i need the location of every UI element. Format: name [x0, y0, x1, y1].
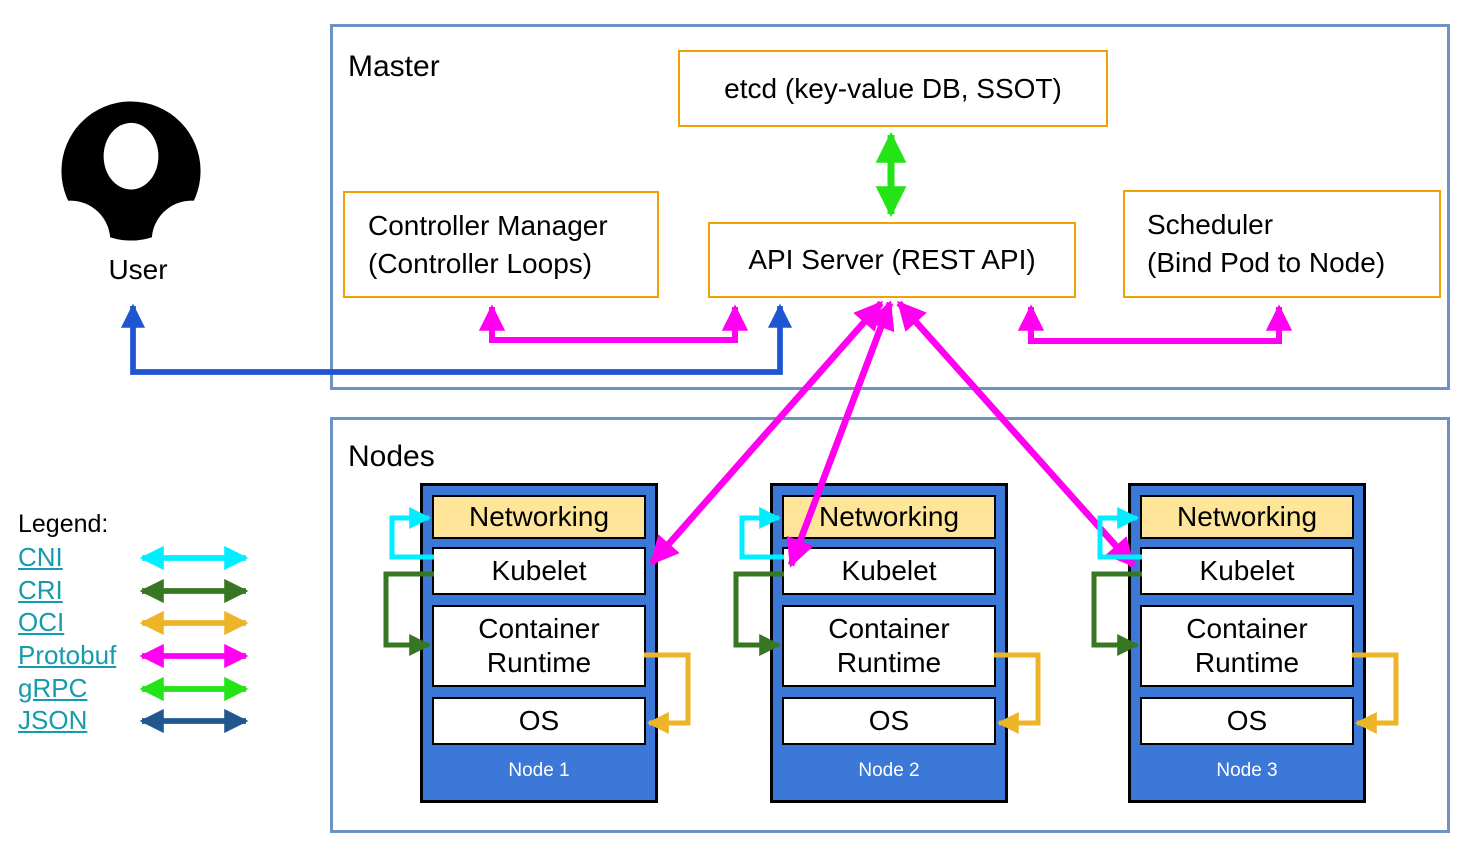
controller-manager-label-line2: (Controller Loops)	[368, 247, 593, 279]
node-name: Node 3	[1216, 760, 1278, 781]
kubelet-layer: Kubelet	[782, 547, 996, 595]
controller-manager-label-line1: Controller Manager	[368, 209, 608, 241]
node-3: Networking Kubelet Container Runtime OS …	[1128, 483, 1366, 803]
os-layer: OS	[432, 697, 646, 745]
api-server-box: API Server (REST API)	[708, 222, 1076, 298]
etcd-label: etcd (key-value DB, SSOT)	[724, 72, 1062, 104]
node-name: Node 1	[508, 760, 570, 781]
networking-layer: Networking	[1140, 495, 1354, 539]
legend-link-json[interactable]: JSON	[18, 705, 88, 736]
legend-title: Legend:	[18, 510, 109, 538]
node-name: Node 2	[858, 760, 920, 781]
os-layer: OS	[782, 697, 996, 745]
os-layer: OS	[1140, 697, 1354, 745]
scheduler-box: Scheduler (Bind Pod to Node)	[1123, 190, 1441, 298]
nodes-title: Nodes	[348, 440, 435, 473]
container-runtime-layer: Container Runtime	[1140, 605, 1354, 687]
container-runtime-layer: Container Runtime	[432, 605, 646, 687]
scheduler-label-line1: Scheduler	[1147, 209, 1274, 240]
user-label: User	[108, 254, 168, 285]
kubelet-layer: Kubelet	[1140, 547, 1354, 595]
node-1: Networking Kubelet Container Runtime OS …	[420, 483, 658, 803]
legend-link-protobuf[interactable]: Protobuf	[18, 640, 117, 671]
user-icon-shoulder-cut-left	[57, 200, 111, 245]
legend-link-cri[interactable]: CRI	[18, 574, 63, 605]
scheduler-label-line2: (Bind Pod to Node)	[1147, 247, 1386, 278]
container-runtime-layer: Container Runtime	[782, 605, 996, 687]
networking-layer: Networking	[432, 495, 646, 539]
master-title: Master	[348, 50, 440, 83]
legend-link-cni[interactable]: CNI	[18, 542, 63, 572]
etcd-box: etcd (key-value DB, SSOT)	[678, 50, 1108, 127]
controller-manager-box: Controller Manager (Controller Loops)	[343, 191, 659, 298]
kubelet-layer: Kubelet	[432, 547, 646, 595]
legend-link-grpc[interactable]: gRPC	[18, 672, 88, 703]
node-2: Networking Kubelet Container Runtime OS …	[770, 483, 1008, 803]
user-icon	[57, 101, 205, 245]
user-icon-shoulder-cut-right	[151, 200, 205, 245]
legend-link-oci[interactable]: OCI	[18, 607, 65, 638]
networking-layer: Networking	[782, 495, 996, 539]
legend: Legend: CNI CRI OCI Protobuf gRPC JSON	[18, 508, 148, 737]
api-server-label: API Server (REST API)	[748, 244, 1036, 275]
user-icon-head	[103, 122, 159, 190]
